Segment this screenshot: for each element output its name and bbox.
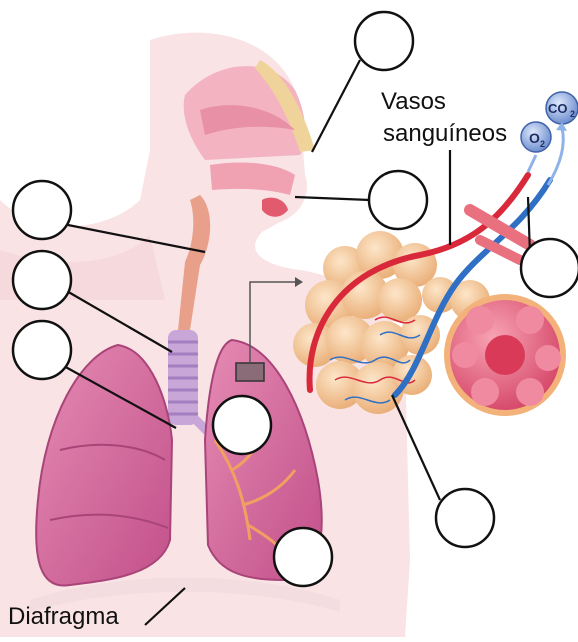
callout-circle-pharynx (13, 181, 71, 239)
zoom-marker (236, 363, 264, 381)
sanguineos-label: sanguíneos (383, 120, 507, 148)
svg-text:CO: CO (548, 101, 568, 116)
o2-arrow (528, 155, 536, 172)
diafragma-label: Diafragma (8, 602, 119, 632)
o2-badge: O 2 (521, 122, 551, 152)
svg-text:2: 2 (540, 139, 545, 149)
callout-circle-lung (274, 528, 332, 586)
callout-circle-nasal (355, 12, 413, 70)
callout-circle-vessel (521, 239, 578, 297)
callout-circle-mouth (369, 171, 427, 229)
vasos-label: Vasos (381, 88, 446, 116)
callout-circle-alveoli (436, 489, 494, 547)
callout-circle-larynx (13, 251, 71, 309)
svg-text:2: 2 (570, 109, 575, 119)
callout-circle-trachea (13, 321, 71, 379)
alveolus-cross-section (447, 297, 563, 413)
svg-text:O: O (529, 130, 540, 146)
callout-circle-bronchi (213, 396, 271, 454)
co2-badge: CO 2 (546, 92, 578, 124)
